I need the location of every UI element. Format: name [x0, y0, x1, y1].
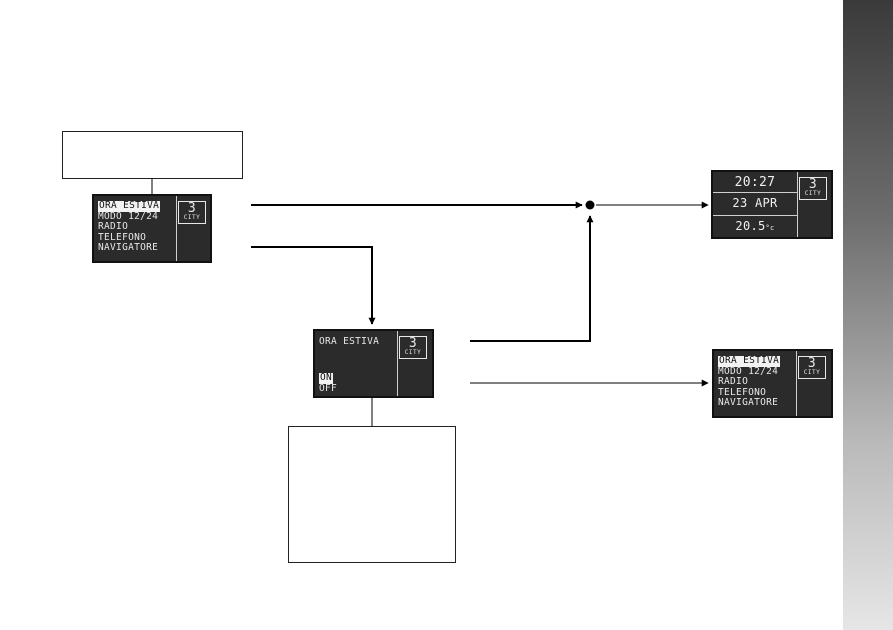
ora-estiva-toggle-screen: ORA ESTIVA ON OFF 3 CITY [313, 329, 434, 398]
temp-value: 20.5 [735, 219, 766, 233]
menu-item-modo-12-24[interactable]: MODO 12/24 [98, 210, 159, 222]
menu-item-ora-estiva[interactable]: ORA ESTIVA [98, 200, 161, 212]
menu-item-modo-12-24[interactable]: MODO 12/24 [718, 365, 779, 377]
menu-list: ORA ESTIVA MODO 12/24 RADIO TELEFONO NAV… [98, 200, 161, 254]
date-display: 23 APR [732, 196, 778, 210]
gear-number: 3 [807, 356, 817, 371]
side-tab [843, 0, 893, 630]
menu-item-ora-estiva[interactable]: ORA ESTIVA [718, 355, 781, 367]
option-off[interactable]: OFF [319, 382, 338, 394]
menu-item-radio[interactable]: RADIO [98, 221, 129, 232]
option-on[interactable]: ON [319, 372, 334, 384]
toggle-title: ORA ESTIVA [319, 336, 380, 347]
junction-dot [585, 200, 595, 210]
drive-mode: CITY [803, 369, 821, 376]
gear-number: 3 [408, 336, 418, 351]
menu-item-navigatore[interactable]: NAVIGATORE [98, 242, 159, 253]
gear-number: 3 [187, 201, 197, 216]
drive-mode: CITY [183, 214, 201, 221]
arrow-toggle-to-junction [470, 215, 594, 342]
menu-item-navigatore[interactable]: NAVIGATORE [718, 397, 779, 408]
callout-box-top [62, 131, 243, 179]
home-screen: 20:27 23 APR 20.5°c 3 CITY [711, 170, 833, 239]
gear-indicator: 3 CITY [399, 336, 427, 359]
gear-indicator: 3 CITY [178, 201, 206, 224]
callout-box-bottom [288, 426, 456, 563]
menu-item-telefono[interactable]: TELEFONO [718, 386, 767, 398]
menu-item-telefono[interactable]: TELEFONO [98, 231, 147, 243]
outside-temperature: 20.5°c [713, 220, 797, 235]
result-menu-screen: ORA ESTIVA MODO 12/24 RADIO TELEFONO NAV… [712, 349, 833, 418]
drive-mode: CITY [804, 190, 822, 197]
gear-indicator: 3 CITY [799, 177, 827, 200]
gear-indicator: 3 CITY [798, 356, 826, 379]
gear-number: 3 [808, 177, 818, 192]
menu-item-radio[interactable]: RADIO [718, 376, 749, 387]
drive-mode: CITY [404, 349, 422, 356]
menu-screen: ORA ESTIVA MODO 12/24 RADIO TELEFONO NAV… [92, 194, 212, 263]
clock-time: 20:27 [734, 175, 776, 190]
temp-unit: °c [765, 224, 775, 232]
menu-list: ORA ESTIVA MODO 12/24 RADIO TELEFONO NAV… [718, 355, 781, 409]
arrow-menu-to-toggle [251, 246, 376, 325]
